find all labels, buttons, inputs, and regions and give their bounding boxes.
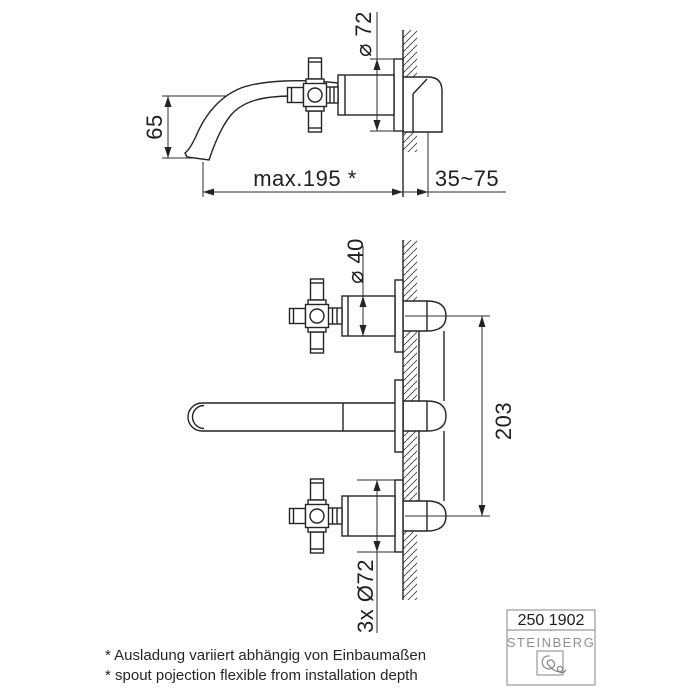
- spout-side: [184, 80, 339, 161]
- dim-label-installation-depth: 35~75: [435, 166, 499, 191]
- side-view: 65 ⌀ 72 max.195 * 35~75: [142, 11, 506, 197]
- wall-section-side: [402, 30, 417, 197]
- title-block: 250 1902 STEINBERG: [506, 609, 596, 686]
- dim-escutcheon-spec: 3x Ø72: [353, 479, 395, 633]
- footnotes: * Ausladung variiert abhängig von Einbau…: [105, 647, 426, 684]
- title-block-border: [506, 609, 596, 686]
- footnote-german: * Ausladung variiert abhängig von Einbau…: [105, 647, 426, 664]
- model-number: 250 1902: [518, 612, 585, 629]
- concealed-valve-body: [402, 76, 443, 133]
- concealed-manifold: [418, 331, 445, 501]
- dim-label-handle-diameter: ⌀ 40: [343, 238, 368, 284]
- escutcheon-side: [393, 58, 404, 132]
- dim-handle-diameter: ⌀ 40: [343, 238, 368, 336]
- wall-hatch: [403, 132, 417, 152]
- spout-body-side: [337, 74, 395, 116]
- cross-handle-top: [288, 278, 330, 354]
- handle-body-top: [327, 295, 396, 337]
- footnote-english: * spout pojection flexible from installa…: [105, 667, 418, 684]
- cross-handle-side: [286, 57, 328, 133]
- dim-projection-and-depth: max.195 * 35~75: [202, 132, 506, 197]
- front-view: ⌀ 40 203 3x Ø72: [187, 238, 516, 633]
- dim-spout-height: 65: [142, 96, 172, 158]
- spout-front: [187, 402, 404, 432]
- handle-connector-side: [325, 86, 339, 104]
- wall-hatch: [403, 30, 417, 77]
- dim-center-distance: 203: [405, 315, 516, 517]
- dim-label-escutcheon-diameter: ⌀ 72: [351, 11, 376, 57]
- cross-handle-bottom: [288, 478, 330, 554]
- escutcheon-spout: [394, 379, 404, 453]
- dim-label-spout-projection: max.195 *: [253, 166, 357, 191]
- escutcheon-top-handle: [394, 279, 404, 353]
- dim-label-center-distance: 203: [491, 402, 516, 440]
- steinberg-logo-icon: [536, 650, 567, 676]
- dim-label-escutcheon-spec: 3x Ø72: [353, 559, 378, 633]
- escutcheon-bottom-handle: [394, 479, 404, 553]
- brand-name: STEINBERG: [507, 635, 596, 650]
- dim-escutcheon-diameter: ⌀ 72: [351, 11, 403, 132]
- dim-label-spout-height: 65: [142, 114, 167, 139]
- handle-body-bottom: [327, 495, 396, 537]
